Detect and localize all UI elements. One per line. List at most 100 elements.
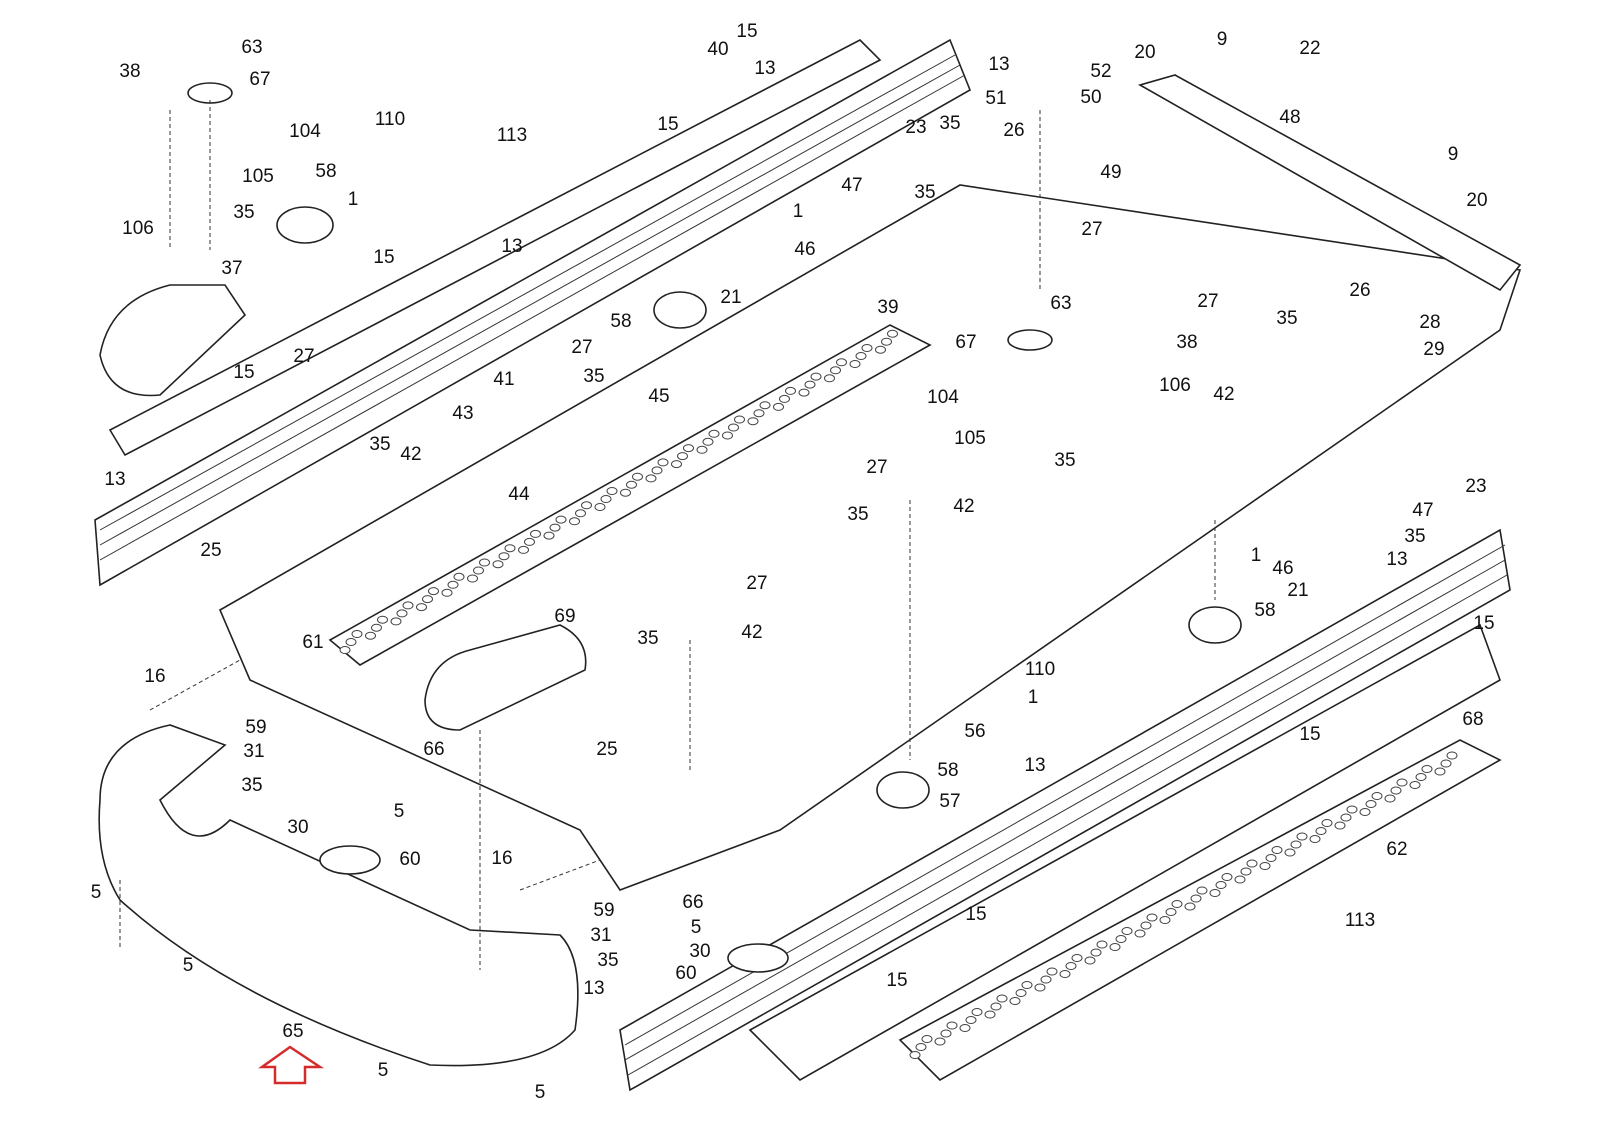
deck-hole <box>594 503 606 511</box>
part-label: 60 <box>399 849 420 870</box>
part-label: 42 <box>400 444 421 465</box>
part-label: 42 <box>953 496 974 517</box>
part-label: 38 <box>119 61 140 82</box>
deck-hole <box>785 386 796 395</box>
deck-hole <box>1084 956 1096 965</box>
deck-hole <box>422 595 433 604</box>
deck-hole <box>861 344 873 352</box>
right-rail-cover <box>748 623 1501 1081</box>
part-label: 25 <box>596 739 617 760</box>
deck-holes <box>339 329 1458 1059</box>
part-label: 13 <box>104 469 125 490</box>
deck-hole <box>1234 875 1246 884</box>
highlight-arrow-icon <box>258 1045 325 1085</box>
part-label: 15 <box>657 114 678 135</box>
deck-hole <box>1340 813 1352 822</box>
part-label: 106 <box>122 218 154 239</box>
part-label: 35 <box>637 628 658 649</box>
part-label: 23 <box>905 117 926 138</box>
deck-hole <box>498 552 510 561</box>
deck-hole <box>996 994 1008 1003</box>
part-label: 69 <box>554 606 575 627</box>
part-label: 41 <box>493 369 514 390</box>
deck-hole <box>1415 773 1427 781</box>
part-label: 67 <box>955 332 976 353</box>
part-label: 35 <box>597 950 618 971</box>
part-label: 51 <box>985 88 1006 109</box>
deck-hole <box>1421 765 1433 773</box>
part-label: 67 <box>249 69 270 90</box>
part-label: 15 <box>373 247 394 268</box>
part-labels: 1513403863671041101131558105351061131537… <box>91 21 1495 1103</box>
deck-hole <box>645 474 657 483</box>
deck-hole <box>1090 948 1102 957</box>
part-label: 35 <box>241 775 262 796</box>
part-label: 15 <box>965 904 986 925</box>
deck-hole <box>773 402 784 411</box>
part-label: 58 <box>610 311 631 332</box>
part-label: 43 <box>452 403 473 424</box>
deck-hole <box>677 452 688 461</box>
deck-hole <box>1071 954 1083 962</box>
leader-lines <box>119 100 1216 970</box>
part-label: 13 <box>988 54 1009 75</box>
deck-hole <box>555 515 567 524</box>
part-label: 22 <box>1299 38 1320 59</box>
part-label: 15 <box>233 362 254 383</box>
deck-hole <box>402 601 414 610</box>
deck-hole <box>946 1021 958 1030</box>
left-side-rail <box>94 38 972 587</box>
part-label: 5 <box>183 955 194 976</box>
deck-hole <box>1040 975 1052 984</box>
part-label: 60 <box>675 963 696 984</box>
part-label: 30 <box>689 941 710 962</box>
deck-hole <box>1146 913 1158 922</box>
part-label: 13 <box>501 236 522 257</box>
part-label: 35 <box>1054 450 1075 471</box>
deck-hole <box>1390 786 1402 795</box>
part-label: 31 <box>243 741 264 762</box>
part-label: 15 <box>1473 613 1494 634</box>
deck-hole <box>1015 989 1027 997</box>
deck-hole <box>1021 981 1033 989</box>
part-label: 42 <box>741 622 762 643</box>
deck-hole <box>1396 778 1408 787</box>
deck-hole <box>1184 902 1196 911</box>
deck-hole <box>1165 908 1177 916</box>
deck-hole <box>1309 835 1321 843</box>
part-label: 16 <box>491 848 512 869</box>
part-label: 1 <box>1251 545 1262 566</box>
deck-62 <box>898 739 1502 1081</box>
part-label: 20 <box>1466 190 1487 211</box>
part-label: 1 <box>348 189 359 210</box>
deck-hole <box>606 487 618 495</box>
deck-hole <box>1109 943 1121 951</box>
frame <box>218 184 1522 891</box>
part-label: 59 <box>593 900 614 921</box>
part-label: 31 <box>590 925 611 946</box>
deck-hole <box>1271 846 1283 854</box>
deck-hole <box>984 1010 996 1019</box>
deck-hole <box>849 360 861 368</box>
motor-hood-69 <box>424 624 587 731</box>
part-label: 37 <box>221 258 242 279</box>
deck-hole <box>1259 862 1271 870</box>
part-label: 27 <box>1081 219 1102 240</box>
deck-hole <box>441 588 453 597</box>
part-label: 13 <box>583 978 604 999</box>
part-label: 13 <box>1386 549 1407 570</box>
part-label: 5 <box>378 1060 389 1081</box>
deck-hole <box>416 603 427 612</box>
deck-hole <box>339 646 351 654</box>
deck-hole <box>875 345 886 354</box>
part-label: 35 <box>233 202 254 223</box>
part-label: 47 <box>1412 500 1433 521</box>
deck-hole <box>1359 808 1371 816</box>
part-label: 27 <box>571 337 592 358</box>
part-label: 49 <box>1100 162 1121 183</box>
deck-hole <box>747 417 759 426</box>
part-label: 35 <box>914 182 935 203</box>
deck-hole <box>1334 821 1346 830</box>
part-label: 15 <box>886 970 907 991</box>
deck-hole <box>728 423 739 432</box>
